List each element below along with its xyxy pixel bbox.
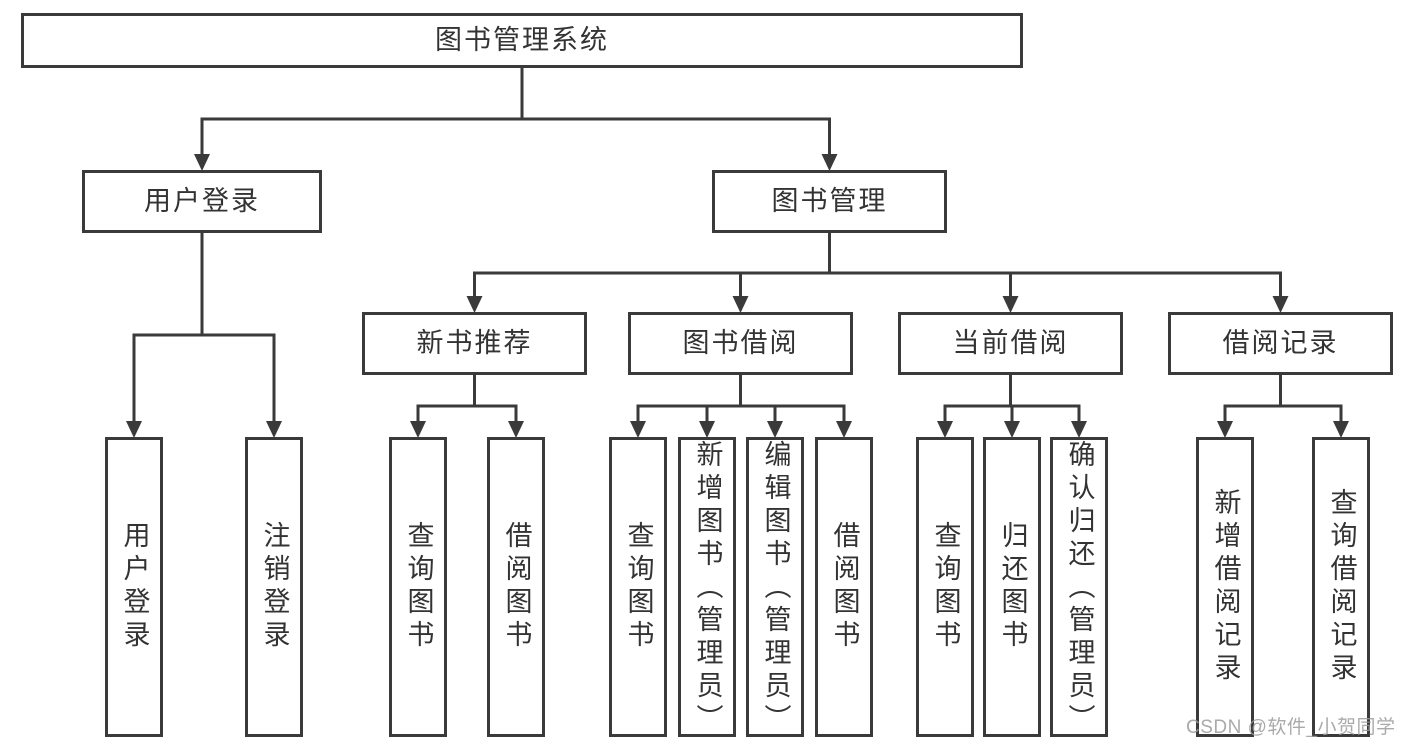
node-book-borrowing: 图书借阅 xyxy=(628,312,853,375)
node-label: 归还图书 xyxy=(997,521,1028,653)
arrowhead-icon xyxy=(630,421,646,438)
node-label: 借阅图书 xyxy=(829,521,860,653)
node-label: 查询图书 xyxy=(930,521,961,653)
arrowhead-icon xyxy=(410,421,426,438)
arrowhead-icon xyxy=(821,154,838,171)
node-label: 确认归还（管理员） xyxy=(1064,440,1095,737)
node-label: 查询借阅记录 xyxy=(1326,488,1357,686)
arrowhead-icon xyxy=(767,421,783,438)
node-leaf-query-books-current: 查询图书 xyxy=(916,437,974,737)
node-label: 新书推荐 xyxy=(416,328,533,358)
arrowhead-icon xyxy=(1002,296,1019,313)
node-borrowing-records: 借阅记录 xyxy=(1168,312,1393,375)
node-leaf-user-login: 用户登录 xyxy=(105,437,163,737)
node-root: 图书管理系统 xyxy=(21,13,1023,68)
arrowhead-icon xyxy=(266,421,282,438)
arrowhead-icon xyxy=(1004,421,1020,438)
node-book-management: 图书管理 xyxy=(712,170,947,233)
node-leaf-query-books-borrowing: 查询图书 xyxy=(609,437,667,737)
arrowhead-icon xyxy=(1272,296,1289,313)
node-user-login: 用户登录 xyxy=(82,170,322,233)
node-leaf-query-books-recommend: 查询图书 xyxy=(389,437,447,737)
arrowhead-icon xyxy=(1333,421,1349,438)
node-leaf-confirm-return-admin: 确认归还（管理员） xyxy=(1050,437,1108,737)
node-leaf-borrow-books-recommend: 借阅图书 xyxy=(487,437,545,737)
node-label: 图书管理系统 xyxy=(435,25,609,55)
arrowhead-icon xyxy=(126,421,142,438)
node-leaf-return-books: 归还图书 xyxy=(983,437,1041,737)
arrowhead-icon xyxy=(836,421,852,438)
arrowhead-icon xyxy=(466,296,483,313)
arrowhead-icon xyxy=(194,154,210,171)
arrowhead-icon xyxy=(699,421,715,438)
node-label: 注销登录 xyxy=(259,521,290,653)
arrowhead-icon xyxy=(732,296,749,313)
arrowhead-icon xyxy=(1217,421,1233,438)
node-label: 借阅记录 xyxy=(1222,328,1339,358)
node-label: 查询图书 xyxy=(623,521,654,653)
node-leaf-query-borrow-record: 查询借阅记录 xyxy=(1312,437,1370,737)
node-label: 图书借阅 xyxy=(682,328,799,358)
node-leaf-add-borrow-record: 新增借阅记录 xyxy=(1196,437,1254,737)
node-new-book-recommend: 新书推荐 xyxy=(362,312,587,375)
node-label: 图书管理 xyxy=(771,186,888,216)
node-label: 查询图书 xyxy=(403,521,434,653)
node-leaf-logout: 注销登录 xyxy=(245,437,303,737)
node-label: 新增图书（管理员） xyxy=(692,440,723,737)
node-label: 编辑图书（管理员） xyxy=(760,440,791,737)
node-label: 新增借阅记录 xyxy=(1210,488,1241,686)
node-leaf-borrow-books-borrowing: 借阅图书 xyxy=(815,437,873,737)
arrowhead-icon xyxy=(1071,421,1087,438)
node-current-borrowing: 当前借阅 xyxy=(898,312,1123,375)
arrowhead-icon xyxy=(508,421,524,438)
node-label: 借阅图书 xyxy=(501,521,532,653)
node-label: 当前借阅 xyxy=(952,328,1069,358)
arrowhead-icon xyxy=(937,421,953,438)
node-label: 用户登录 xyxy=(119,521,150,653)
watermark-text: CSDN @软件_小贺同学 xyxy=(1186,717,1396,738)
node-leaf-add-books-admin: 新增图书（管理员） xyxy=(678,437,736,737)
node-leaf-edit-books-admin: 编辑图书（管理员） xyxy=(746,437,804,737)
node-label: 用户登录 xyxy=(144,186,260,216)
